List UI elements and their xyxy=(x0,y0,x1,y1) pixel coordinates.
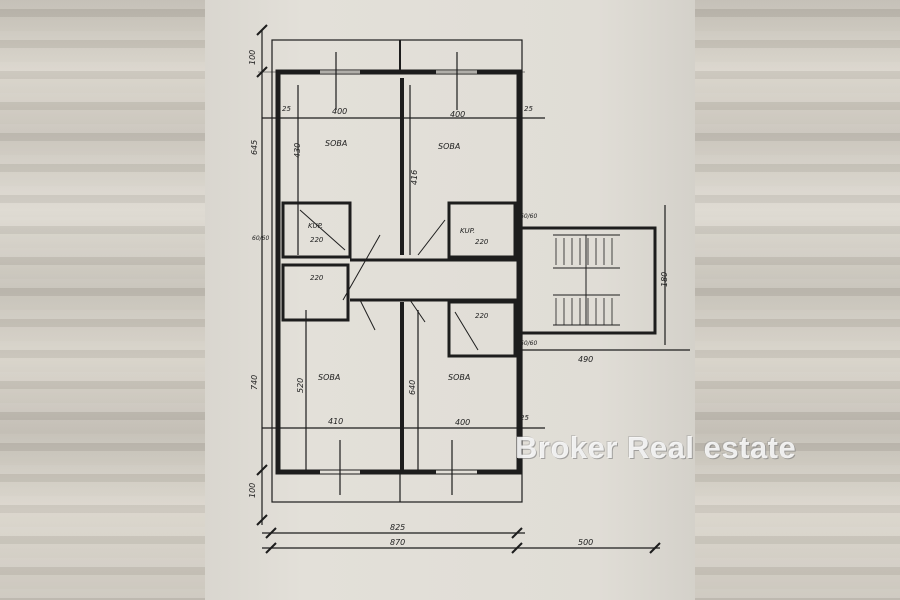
dimension-label: 645 xyxy=(250,140,259,155)
blurred-background-left xyxy=(0,0,205,600)
dimension-label: 520 xyxy=(296,378,305,393)
room-label: SOBA xyxy=(438,142,460,151)
blurred-background-right xyxy=(695,0,900,600)
dimension-label: 400 xyxy=(455,418,470,427)
bathroom-right xyxy=(447,201,517,259)
dimension-label: 640 xyxy=(408,380,417,395)
bathroom-left xyxy=(281,201,352,259)
dimension-label: 410 xyxy=(328,417,343,426)
dimension-label: 220 xyxy=(475,238,489,246)
dimension-label: 825 xyxy=(390,523,405,532)
room-label: SOBA xyxy=(325,139,347,148)
bathroom-label: KUP. xyxy=(308,222,323,230)
room-label: SOBA xyxy=(318,373,340,382)
dimension-label: 100 xyxy=(248,483,257,498)
small-room xyxy=(281,263,350,322)
room-label: SOBA xyxy=(448,373,470,382)
dimension-label: 60/60 xyxy=(520,340,537,347)
dimension-label: 400 xyxy=(450,110,465,119)
watermark: Broker Real estate xyxy=(515,430,797,465)
dimension-label: 500 xyxy=(578,538,593,547)
dimension-label: 60/60 xyxy=(252,235,269,242)
building-outline xyxy=(271,39,523,503)
dimension-label: 25 xyxy=(520,414,529,422)
dimension-label: 25 xyxy=(524,105,533,113)
dimension-label: 220 xyxy=(475,312,489,320)
dimension-label: 490 xyxy=(578,355,593,364)
exterior-wall xyxy=(275,69,522,475)
dimension-label: 60/60 xyxy=(520,213,537,220)
dimension-label: 220 xyxy=(310,236,324,244)
bathroom-label: KUP. xyxy=(460,227,475,235)
dimension-label: 220 xyxy=(310,274,324,282)
dimension-label: 740 xyxy=(250,375,259,390)
dimension-label: 180 xyxy=(660,272,669,287)
dimension-label: 416 xyxy=(410,170,419,185)
dimension-label: 100 xyxy=(248,50,257,65)
staircase xyxy=(518,226,657,335)
dimension-label: 870 xyxy=(390,538,405,547)
dimension-label: 430 xyxy=(293,143,302,158)
dimension-label: 25 xyxy=(282,105,291,113)
bathroom-right-lower xyxy=(447,300,517,358)
dimension-label: 400 xyxy=(332,107,347,116)
